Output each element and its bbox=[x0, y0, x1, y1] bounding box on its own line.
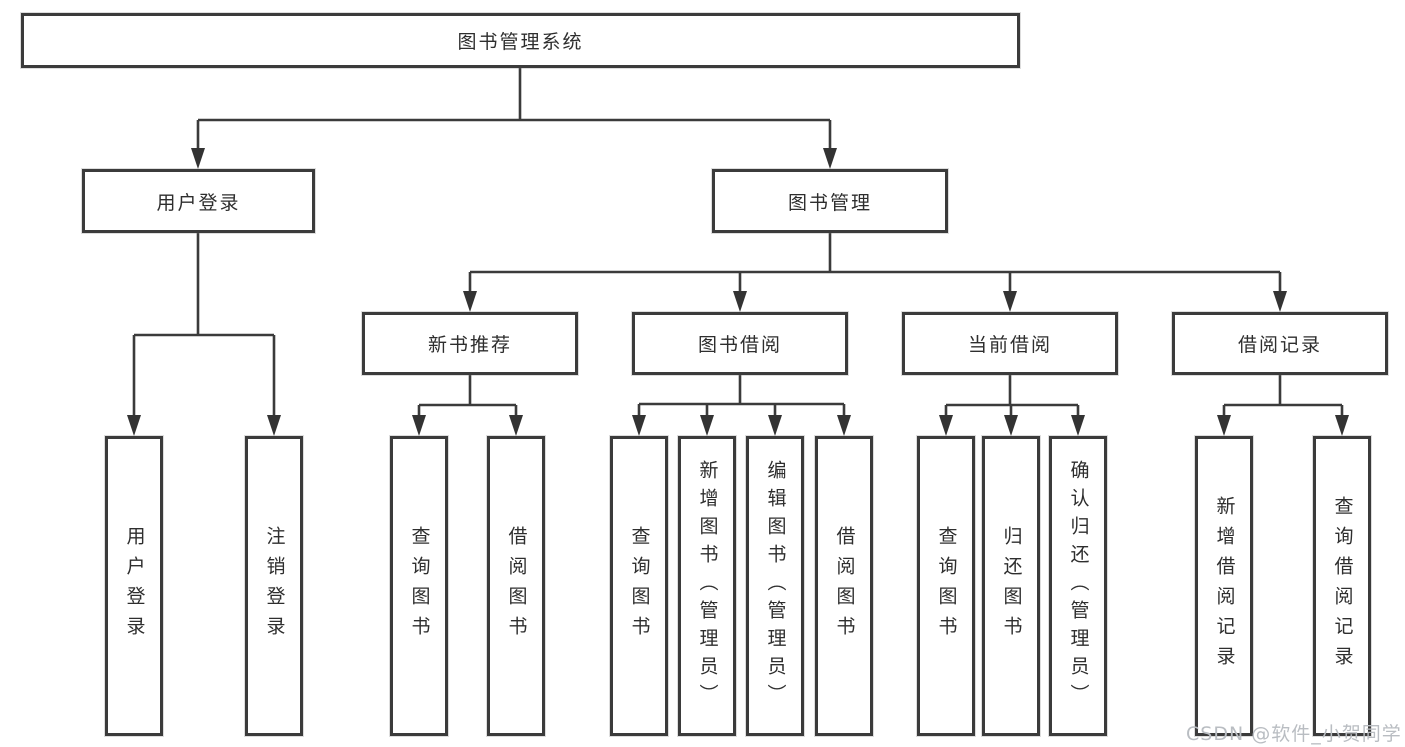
leaf-borrow-books: 借阅图书 bbox=[815, 436, 873, 736]
leaf-label: 用户登录 bbox=[123, 526, 146, 646]
node-label: 借阅记录 bbox=[1237, 334, 1322, 356]
leaf-label: 归还图书 bbox=[1000, 526, 1023, 646]
leaf-label: 借阅图书 bbox=[505, 526, 528, 646]
leaf-label: 借阅图书 bbox=[833, 526, 856, 646]
leaf-label: 查询图书 bbox=[408, 526, 431, 646]
arrowheads bbox=[127, 148, 1349, 436]
csdn-watermark: CSDN @软件_小贺同学 bbox=[1186, 723, 1402, 745]
node-borrow-record: 借阅记录 bbox=[1172, 312, 1388, 375]
leaf-confirm-return-admin: 确认归还（管理员） bbox=[1049, 436, 1107, 736]
leaf-add-books-admin: 新增图书（管理员） bbox=[678, 436, 736, 736]
node-current-borrow: 当前借阅 bbox=[902, 312, 1118, 375]
node-label: 图书管理系统 bbox=[457, 31, 584, 53]
node-new-book-recommend: 新书推荐 bbox=[362, 312, 578, 375]
leaf-borrow-books-recommend: 借阅图书 bbox=[487, 436, 545, 736]
node-book-management: 图书管理 bbox=[712, 169, 948, 233]
node-label: 新书推荐 bbox=[427, 334, 512, 356]
leaf-label: 新增借阅记录 bbox=[1213, 496, 1236, 676]
leaf-logout-login: 注销登录 bbox=[245, 436, 303, 736]
node-label: 用户登录 bbox=[156, 191, 241, 214]
node-system-root: 图书管理系统 bbox=[21, 13, 1020, 68]
leaf-label: 编辑图书（管理员） bbox=[764, 460, 787, 712]
leaf-label: 查询图书 bbox=[628, 526, 651, 646]
node-user-login: 用户登录 bbox=[82, 169, 315, 233]
leaf-label: 查询图书 bbox=[935, 526, 958, 646]
node-label: 图书借阅 bbox=[697, 334, 782, 356]
leaf-return-books: 归还图书 bbox=[982, 436, 1040, 736]
leaf-label: 新增图书（管理员） bbox=[696, 460, 719, 712]
leaf-query-books-borrow: 查询图书 bbox=[610, 436, 668, 736]
leaf-add-borrow-record: 新增借阅记录 bbox=[1195, 436, 1253, 736]
leaf-query-books-current: 查询图书 bbox=[917, 436, 975, 736]
leaf-user-login: 用户登录 bbox=[105, 436, 163, 736]
leaf-label: 注销登录 bbox=[263, 526, 286, 646]
node-label: 图书管理 bbox=[787, 191, 872, 214]
leaf-label: 确认归还（管理员） bbox=[1067, 460, 1090, 712]
leaf-edit-books-admin: 编辑图书（管理员） bbox=[746, 436, 804, 736]
leaf-query-borrow-record: 查询借阅记录 bbox=[1313, 436, 1371, 736]
node-book-borrow: 图书借阅 bbox=[632, 312, 848, 375]
node-label: 当前借阅 bbox=[967, 334, 1052, 356]
leaf-label: 查询借阅记录 bbox=[1331, 496, 1354, 676]
leaf-query-books-recommend: 查询图书 bbox=[390, 436, 448, 736]
